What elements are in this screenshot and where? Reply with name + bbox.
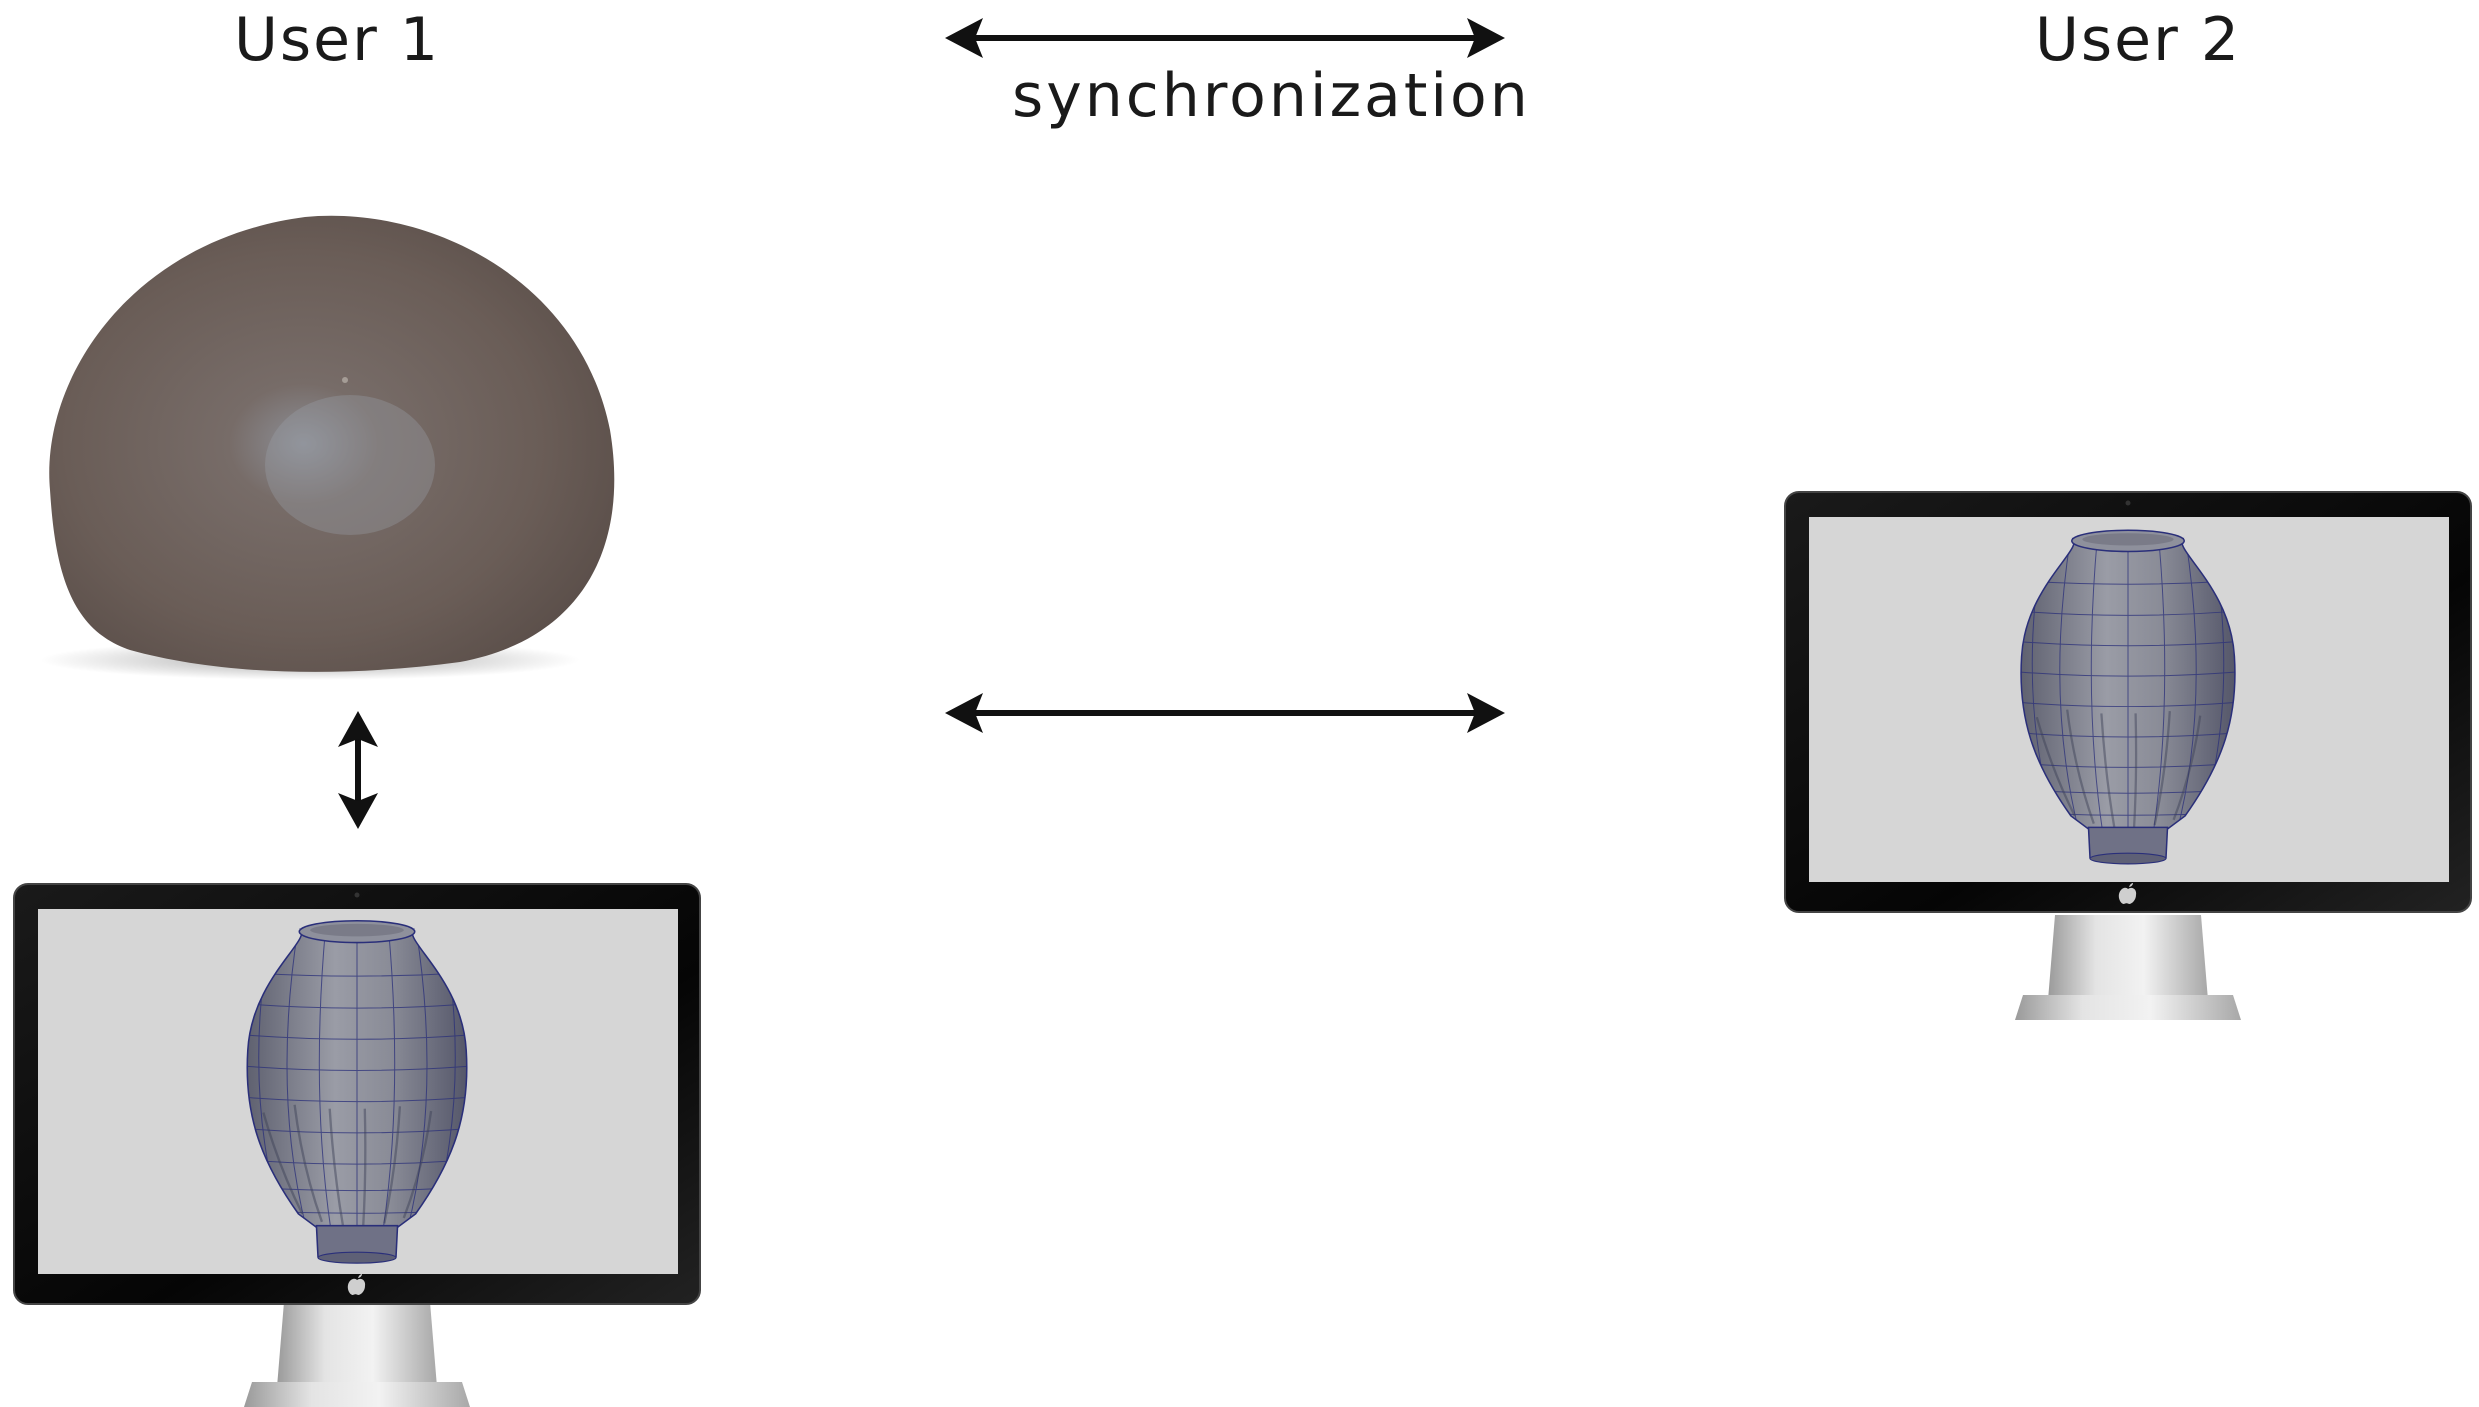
double-arrow-icon bbox=[945, 693, 1505, 733]
monitor-icon bbox=[1784, 491, 2472, 1020]
monitor-icon bbox=[13, 883, 701, 1407]
apple-logo-icon bbox=[2118, 883, 2137, 904]
apple-logo-icon bbox=[347, 1274, 366, 1295]
vertical-double-arrow-icon bbox=[338, 711, 378, 829]
clay-lump-icon bbox=[40, 215, 615, 680]
synchronization-label: synchronization bbox=[1012, 61, 1531, 131]
user2-label: User 2 bbox=[2035, 5, 2242, 75]
user1-label: User 1 bbox=[234, 5, 441, 75]
sync-double-arrow-icon bbox=[945, 18, 1505, 58]
